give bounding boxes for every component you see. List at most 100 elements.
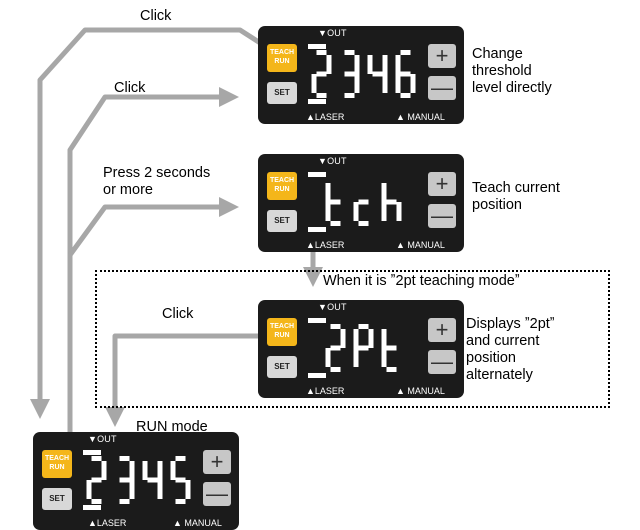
segment-f [381, 183, 387, 202]
segment-d [119, 499, 130, 504]
run-text: RUN [274, 58, 290, 65]
segment-c [396, 202, 402, 221]
plus-button[interactable]: + [428, 318, 456, 342]
segment-g [344, 71, 355, 77]
segment-a [400, 50, 411, 55]
segment-g [147, 477, 158, 483]
two-point-mode-box [95, 270, 610, 408]
seven-seg-digit [86, 456, 107, 504]
segment-c [129, 480, 135, 499]
lower-level-bar [308, 99, 326, 104]
segment-d [91, 499, 102, 504]
plus-button[interactable]: + [428, 44, 456, 68]
segment-f [395, 55, 401, 74]
set-button[interactable]: SET [42, 488, 72, 510]
seven-seg-digit [353, 324, 374, 367]
segment-e [353, 348, 359, 367]
seven-seg-digit [311, 50, 332, 98]
segment-g [386, 345, 397, 351]
minus-button[interactable]: — [428, 350, 456, 374]
seven-seg-display [311, 50, 416, 98]
segment-g [358, 345, 369, 351]
segment-g [175, 477, 186, 483]
click-label-box: Click [162, 306, 194, 322]
segment-b [157, 461, 163, 480]
change-label-line2: threshold [472, 63, 532, 79]
seven-seg-digit [325, 183, 341, 226]
teach-text: TEACH [269, 49, 295, 56]
displays-label-line1: Displays ˮ2ptˮ [466, 316, 555, 332]
segment-c [157, 480, 163, 499]
press-label-line1: Press 2 seconds [103, 165, 211, 181]
segment-g [400, 71, 411, 77]
seven-seg-digit [119, 456, 135, 504]
teach-label-line2: position [472, 197, 522, 213]
segment-f [170, 461, 176, 480]
set-button[interactable]: SET [267, 210, 297, 232]
arrow-panel3-to-run [105, 333, 268, 427]
segment-d [358, 221, 369, 226]
minus-button[interactable]: — [428, 204, 456, 228]
segment-e [325, 202, 331, 221]
segment-g [358, 199, 369, 205]
seven-seg-digit [353, 199, 369, 226]
segment-f [325, 183, 331, 202]
segment-d [400, 93, 411, 98]
arrow-teach-press-to-run [30, 27, 270, 419]
seven-seg-display [86, 456, 191, 504]
segment-a [119, 456, 130, 461]
set-button[interactable]: SET [267, 356, 297, 378]
segment-c [410, 74, 416, 93]
seven-seg-digit [344, 50, 360, 98]
segment-a [91, 456, 102, 461]
upper-level-bar [308, 44, 326, 49]
segment-g [330, 199, 341, 205]
segment-b [129, 461, 135, 480]
displays-label-line2: and current [466, 333, 540, 349]
segment-e [86, 480, 92, 499]
segment-d [330, 367, 341, 372]
run-text: RUN [274, 332, 290, 339]
seven-seg-digit [381, 183, 402, 221]
mode-note-label: When it is ˮ2pt teaching modeˮ [323, 273, 520, 289]
segment-e [381, 348, 387, 367]
minus-button[interactable]: — [428, 76, 456, 100]
segment-g [316, 71, 327, 77]
plus-button[interactable]: + [203, 450, 231, 474]
out-indicator: ▼OUT [318, 156, 347, 166]
teach-run-button[interactable]: TEACH RUN [267, 44, 297, 72]
plus-button[interactable]: + [428, 172, 456, 196]
displays-label-line4: alternately [466, 367, 533, 383]
press-label-line2: or more [103, 182, 153, 198]
seven-seg-digit [381, 329, 397, 372]
run-text: RUN [49, 464, 65, 471]
segment-b [101, 461, 107, 480]
upper-level-bar [308, 172, 326, 177]
segment-e [395, 74, 401, 93]
teach-label-line1: Teach current [472, 180, 560, 196]
laser-indicator: ▲LASER [306, 386, 345, 396]
manual-indicator: ▲ MANUAL [396, 112, 445, 122]
minus-button[interactable]: — [203, 482, 231, 506]
segment-e [381, 202, 387, 221]
lower-level-bar [308, 227, 326, 232]
set-button[interactable]: SET [267, 82, 297, 104]
manual-indicator: ▲ MANUAL [396, 386, 445, 396]
segment-d [344, 93, 355, 98]
segment-f [381, 329, 387, 348]
lower-level-bar [83, 505, 101, 510]
segment-b [368, 329, 374, 348]
segment-a [344, 50, 355, 55]
segment-a [358, 324, 369, 329]
change-label-line3: level directly [472, 80, 552, 96]
segment-a [175, 456, 186, 461]
segment-f [142, 461, 148, 480]
segment-a [316, 50, 327, 55]
arrow-run-to-panel1 [67, 87, 239, 455]
seven-seg-display [325, 324, 397, 372]
